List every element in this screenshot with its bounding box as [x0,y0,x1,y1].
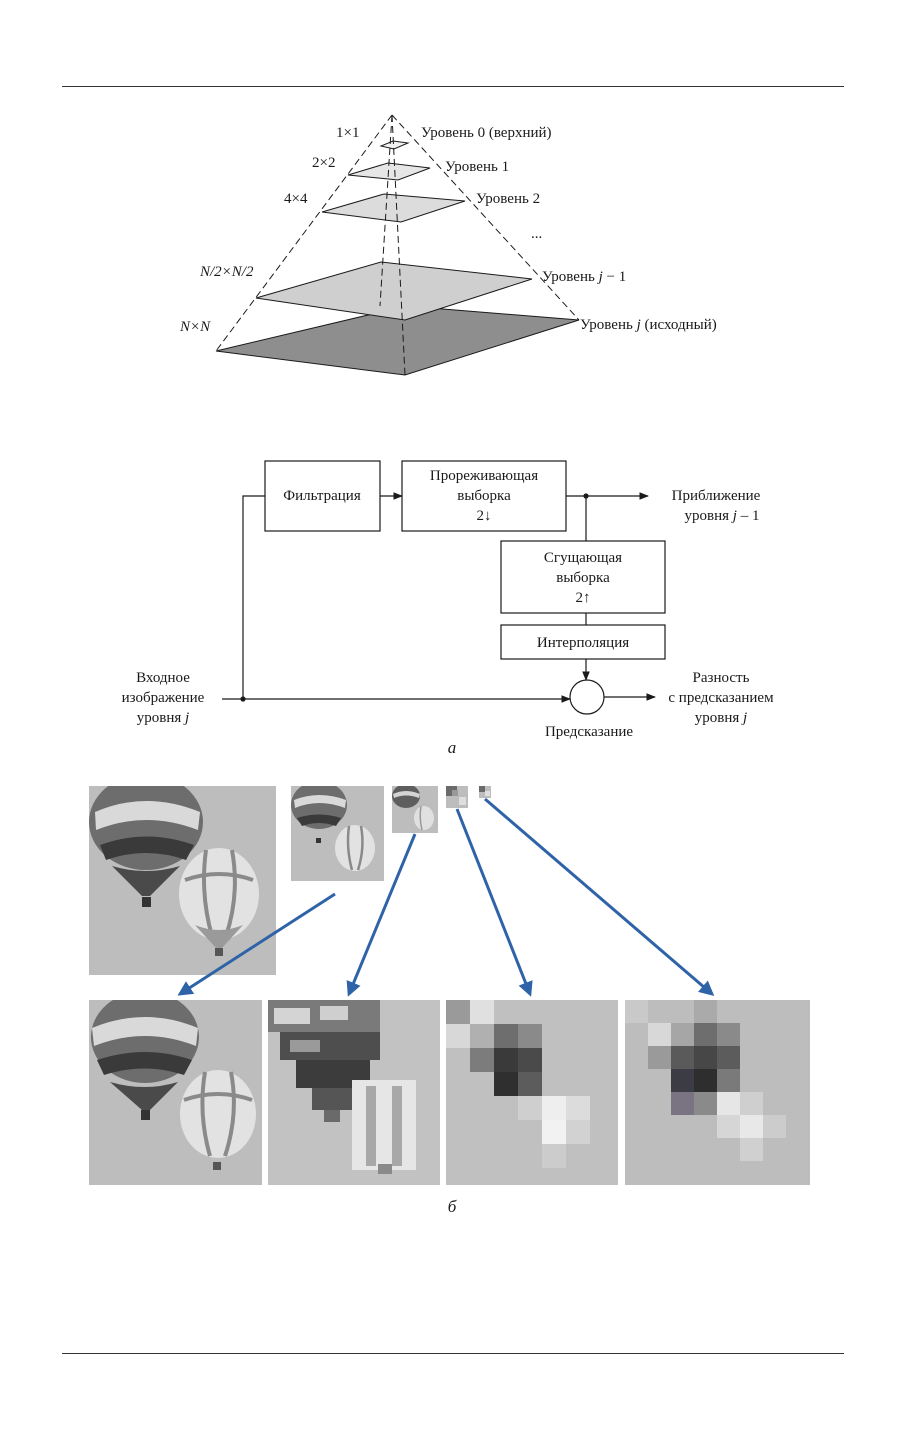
level-label-j-1: Уровень j − 1 [542,269,626,285]
pyramid: 1×1 2×2 4×4 N/2×N/2 N×N Уровень 0 (верхн… [179,114,717,376]
decim-label-2: выборка [457,488,511,504]
upsample-label-2: выборка [556,570,610,586]
input-label-2: изображение [122,690,205,706]
level-label-1: Уровень 1 [445,159,509,175]
image-pyramid: б [89,786,810,1216]
upsampling-block [500,540,666,614]
pyramid-plane-level-j-1 [255,261,533,321]
level-label-j: Уровень j (исходный) [580,317,717,333]
block-diagram [222,460,666,715]
prediction-summer [569,679,605,715]
size-label-nxn: N×N [179,319,211,335]
magnified-level-j-4 [625,1000,810,1185]
footer-rule [62,1353,844,1354]
diff-label-3: уровня j [695,710,747,726]
decim-label-3: 2↓ [477,508,492,524]
caption-b: б [448,1197,457,1216]
pyramid-plane-level-1 [347,162,431,181]
upsample-label-3: 2↑ [576,590,591,606]
interp-label: Интерполяция [537,635,629,651]
interpolation-block [500,624,666,660]
balloon-image-level-j [89,786,276,975]
balloon-image-level-j-2 [392,786,438,833]
decim-label-1: Прореживающая [430,468,538,484]
magnified-level-j-2 [268,1000,440,1185]
size-label-4x4: 4×4 [284,191,308,207]
size-label-n2xn2: N/2×N/2 [199,264,254,280]
input-label-1: Входное [136,670,190,686]
approx-label-2: уровня j – 1 [685,508,760,524]
arrow-to-magnified-1 [177,892,336,996]
caption-a: а [448,738,457,757]
pyramid-plane-level-0 [379,140,410,150]
filter-label: Фильтрация [283,488,361,504]
junction-dot-upper [583,493,589,499]
level-ellipsis: ... [531,226,542,242]
input-to-filter-line [242,495,265,699]
level-label-0: Уровень 0 (верхний) [421,125,552,141]
junction-dot-lower [240,696,246,702]
balloon-image-level-j-3 [446,786,468,808]
balloon-image-level-j-4 [479,786,491,798]
pyramid-plane-level-2 [321,193,466,223]
level-label-2: Уровень 2 [476,191,540,207]
input-label-3: уровня j [137,710,189,726]
size-label-1x1: 1×1 [336,125,359,141]
magnified-level-j-3 [446,1000,618,1185]
header-rule [62,86,844,87]
diff-label-2: с предсказанием [668,690,774,706]
pyramid-edges [215,114,580,376]
upsample-label-1: Сгущающая [544,550,622,566]
arrow-to-magnified-2 [346,833,417,997]
arrow-to-magnified-3 [455,808,533,997]
size-label-2x2: 2×2 [312,155,335,171]
decimation-block [401,460,567,532]
balloon-image-level-j-1 [291,786,384,881]
magnified-level-j-1 [89,1000,262,1185]
arrow-to-magnified-4 [484,797,715,996]
magnify-arrows [177,797,715,997]
approx-label-1: Приближение [672,488,761,504]
diff-label-1: Разность [693,670,750,686]
block-labels: Фильтрация Прореживающая выборка 2↓ Сгущ… [122,468,774,757]
predict-label: Предсказание [545,724,633,740]
